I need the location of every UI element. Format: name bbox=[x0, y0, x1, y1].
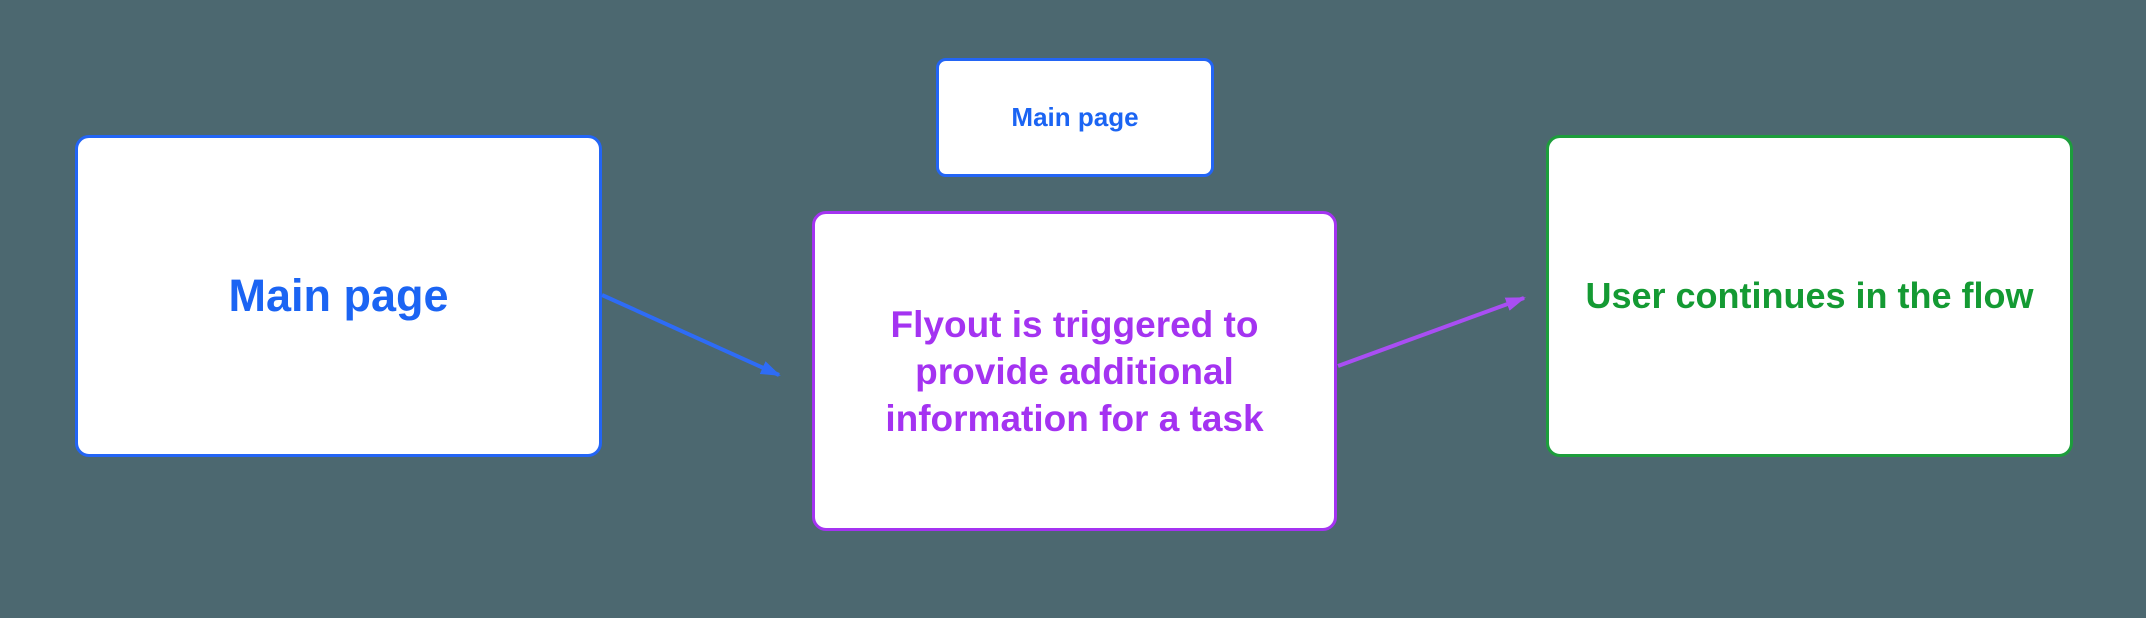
arrow-main-to-flyout[interactable] bbox=[601, 293, 781, 377]
node-main-page-left[interactable]: Main page bbox=[75, 135, 602, 457]
node-main-page-top[interactable]: Main page bbox=[936, 58, 1214, 177]
node-user-continues[interactable]: User continues in the flow bbox=[1546, 135, 2073, 457]
node-flyout-label: Flyout is triggered to provide additiona… bbox=[885, 303, 1264, 439]
node-main-page-left-label: Main page bbox=[228, 270, 449, 321]
arrow-flyout-to-user[interactable] bbox=[1337, 296, 1526, 368]
node-user-continues-label: User continues in the flow bbox=[1585, 275, 2034, 316]
node-main-page-top-label: Main page bbox=[1011, 102, 1139, 132]
node-flyout[interactable]: Flyout is triggered to provide additiona… bbox=[812, 211, 1337, 531]
